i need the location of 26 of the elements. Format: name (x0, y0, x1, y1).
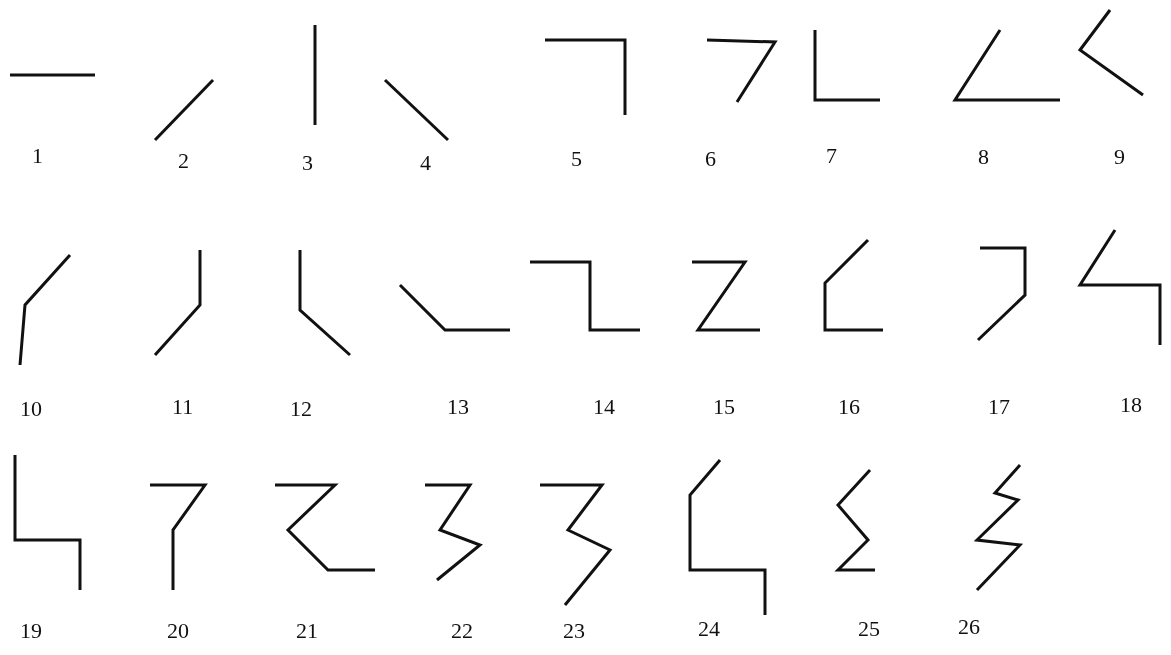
figure-number: 9 (1114, 146, 1125, 168)
figure-number: 8 (978, 146, 989, 168)
figure-number: 22 (451, 620, 473, 642)
figure-number: 26 (958, 616, 980, 638)
figure-number: 20 (167, 620, 189, 642)
figure-number: 3 (302, 152, 313, 174)
figure-number: 19 (20, 620, 42, 642)
figure-number: 25 (858, 618, 880, 640)
figure-number: 18 (1120, 394, 1142, 416)
figure-number: 11 (172, 396, 194, 418)
figure-number: 13 (447, 396, 469, 418)
figure-number: 1 (32, 145, 43, 167)
figure-number: 23 (563, 620, 585, 642)
figure-number: 17 (988, 396, 1010, 418)
figure-number: 21 (296, 620, 318, 642)
figure-number: 12 (290, 398, 312, 420)
figure-number: 16 (838, 396, 860, 418)
figure-number: 14 (593, 396, 615, 418)
figure-number: 5 (571, 148, 582, 170)
figure-number: 7 (826, 145, 837, 167)
figure-number: 6 (705, 148, 716, 170)
figure-number: 10 (20, 398, 42, 420)
figure-number: 2 (178, 150, 189, 172)
figure-number: 24 (698, 618, 720, 640)
figure-number: 4 (420, 152, 431, 174)
figure-number: 15 (713, 396, 735, 418)
